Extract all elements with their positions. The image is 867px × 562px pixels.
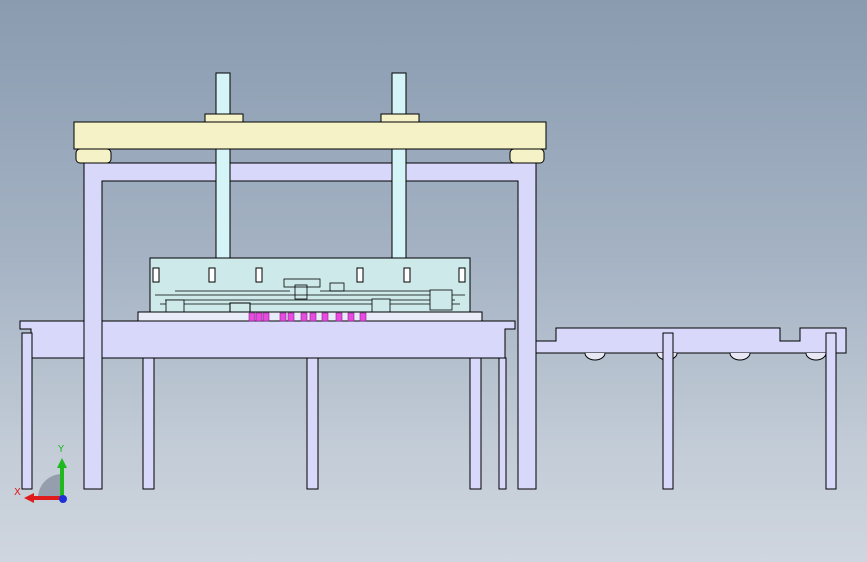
workpiece [279,312,287,322]
left-table-leg [306,357,319,490]
bolt [356,267,364,283]
x-axis-label: X [14,487,21,498]
crossbeam-pad-left [75,148,112,164]
workpiece [321,312,329,322]
orientation-triad[interactable]: X Y [14,444,67,503]
crossbeam [73,121,547,150]
workpiece [335,312,343,322]
workpiece [309,312,317,322]
guide-post-right [391,72,407,259]
workpiece [248,312,256,322]
right-conveyor-leg [662,332,674,490]
workpieces [248,312,367,322]
bolt [403,267,411,283]
press-mechanism [155,278,465,313]
conveyor-roller [805,352,827,361]
z-axis-point [59,495,67,503]
guide-collar [204,113,244,123]
top-crossbeam [73,121,547,164]
frame-gantry [83,162,537,490]
guide-collar [380,113,420,123]
workpiece [300,312,308,322]
left-table-leg [498,357,507,490]
bolt-row [152,267,466,283]
bolt [458,267,466,283]
workpiece [262,312,270,322]
workpiece [287,312,295,322]
y-axis-arrowhead [57,458,67,468]
workpiece [255,312,263,322]
conveyor-roller [729,352,751,361]
bolt [255,267,263,283]
right-conveyor-leg [825,332,837,490]
left-table-leg [142,357,155,490]
press-plate [149,257,471,313]
workpiece [359,312,367,322]
triad-quadrant [38,474,62,498]
conveyor-roller [584,352,606,361]
left-table-leg [21,332,33,490]
main-frame [83,162,537,490]
right-conveyor-rail [535,327,847,354]
left-table-leg [469,357,482,490]
x-axis-arrowhead [24,493,34,503]
right-conveyor [535,327,847,490]
y-axis-label: Y [57,444,65,455]
press-head [149,257,471,313]
bolt [152,267,160,283]
left-table [19,320,516,490]
crossbeam-pad-right [509,148,545,164]
guide-post-left [215,72,231,259]
workpiece [347,312,355,322]
fixture-block [229,302,251,313]
bolt [208,267,216,283]
